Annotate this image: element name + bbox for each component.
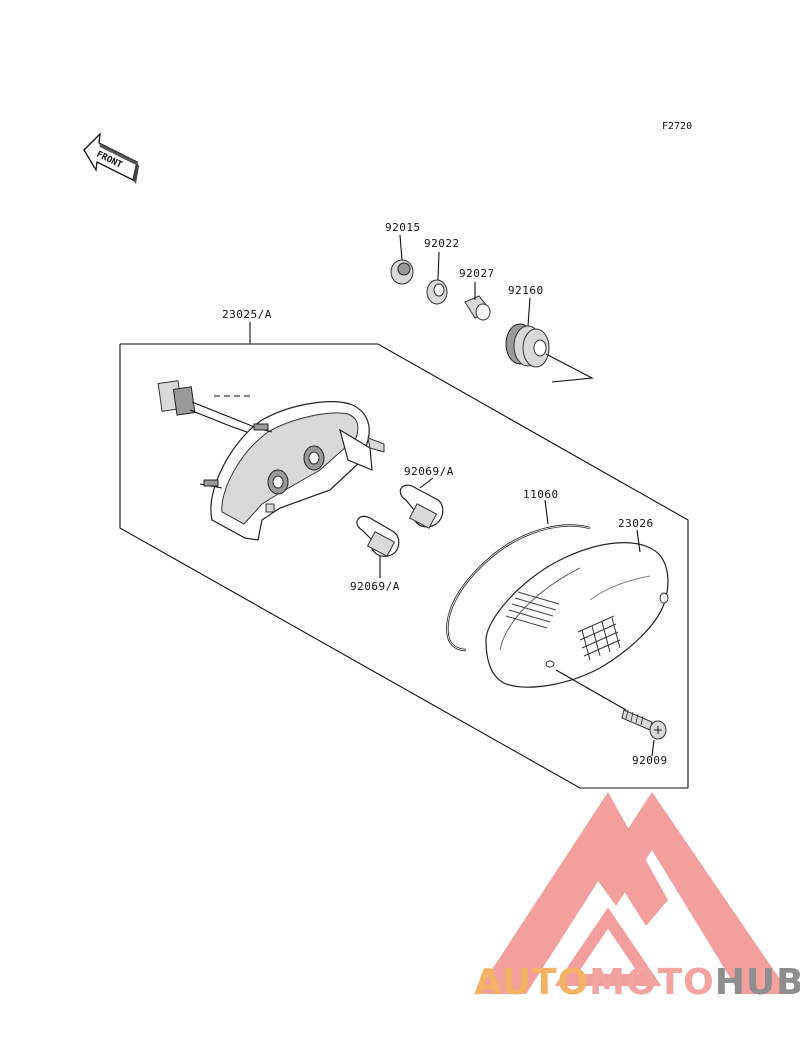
assembly-frame	[119, 343, 689, 789]
part-label-92027: 92027	[459, 267, 495, 280]
front-arrow-icon: FRONT	[83, 132, 139, 184]
part-label-92069-lower: 92069/A	[350, 580, 400, 593]
part-label-92015: 92015	[385, 221, 421, 234]
watermark-hub: HUB	[715, 962, 800, 1003]
part-label-23026: 23026	[618, 517, 654, 530]
washer-92022	[426, 251, 448, 305]
nut-92015	[390, 234, 414, 285]
watermark-moto: MOTO	[589, 962, 715, 1003]
part-label-92022: 92022	[424, 237, 460, 250]
logo-triangle-right	[596, 792, 790, 994]
part-label-92069-upper: 92069/A	[404, 465, 454, 478]
wire-connector	[157, 380, 263, 437]
tail-light-lens-23026	[485, 529, 669, 688]
gasket-11060	[446, 499, 591, 652]
automotohub-logo	[476, 792, 790, 994]
tail-light-housing	[199, 401, 385, 541]
grommet-92160	[505, 297, 594, 383]
part-label-23025: 23025/A	[222, 308, 272, 321]
bulb-lower	[356, 515, 400, 578]
part-label-92009: 92009	[632, 754, 668, 767]
bulb-upper	[399, 477, 444, 529]
screw-92009	[555, 669, 667, 757]
part-label-92160: 92160	[508, 284, 544, 297]
figure-code: F2720	[662, 121, 692, 132]
collar-92027	[464, 282, 491, 321]
logo-triangle-inner	[554, 907, 662, 986]
watermark-brand: AUTOMOTOHUB	[474, 962, 800, 1003]
part-label-11060: 11060	[523, 488, 559, 501]
watermark-auto: AUTO	[474, 962, 589, 1003]
